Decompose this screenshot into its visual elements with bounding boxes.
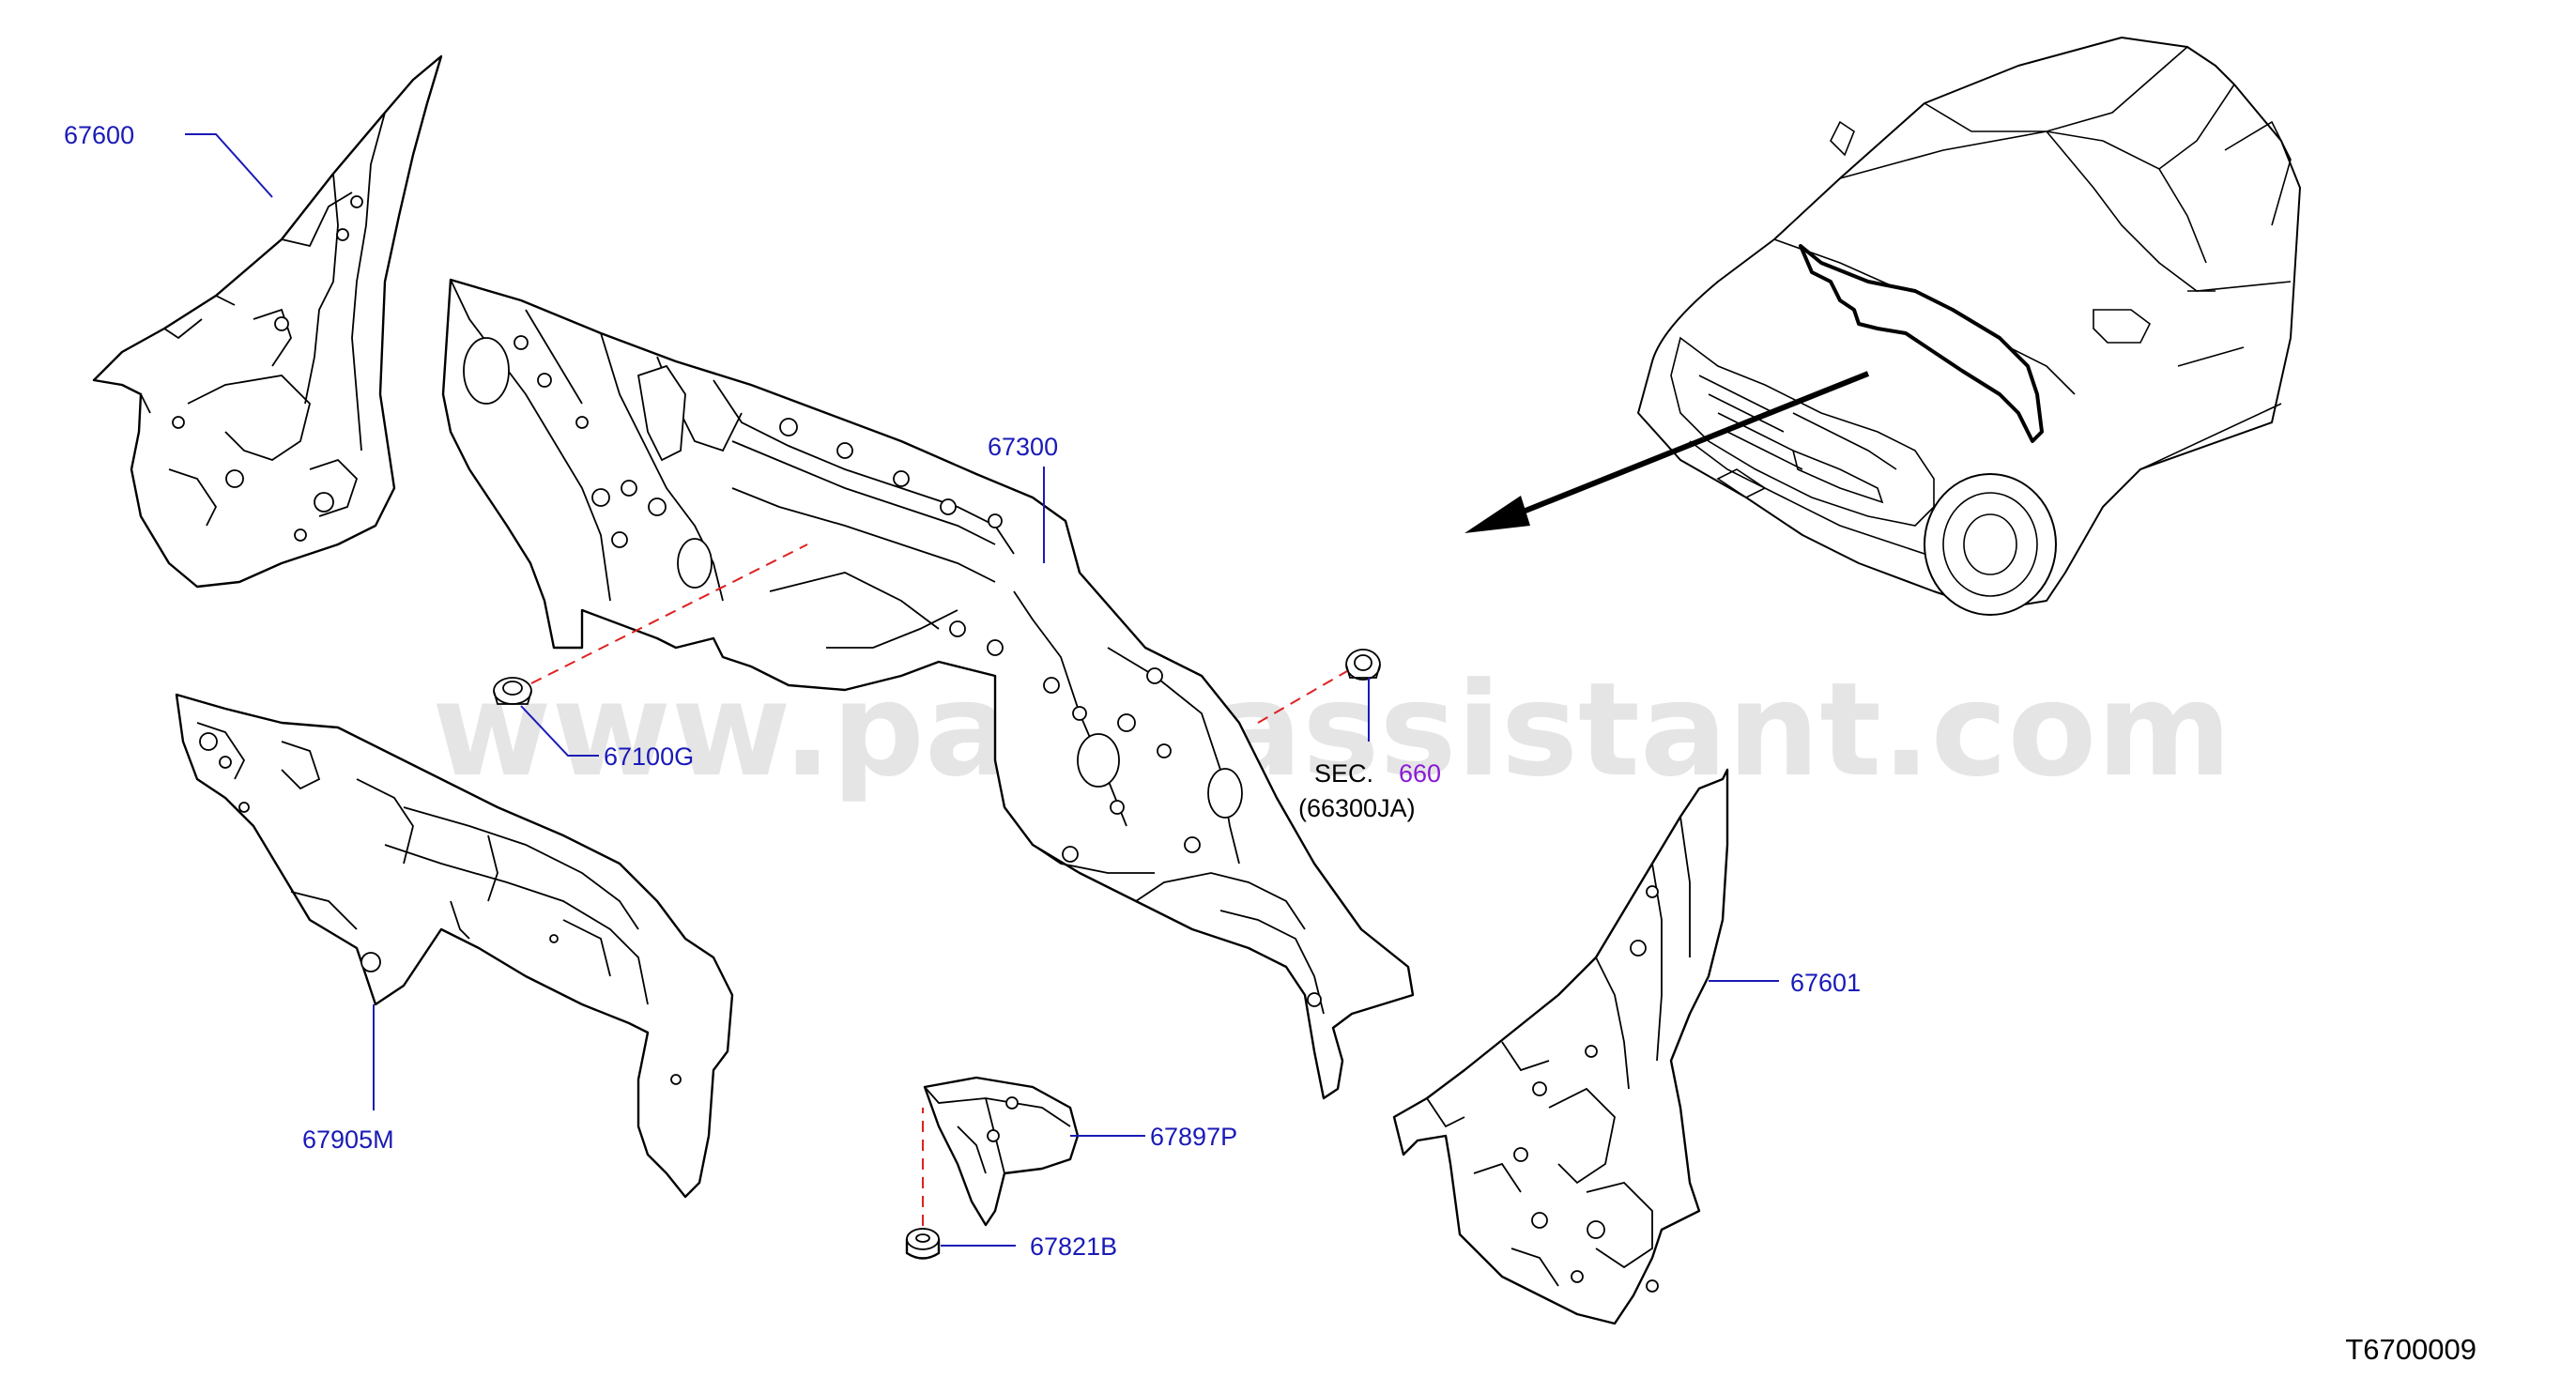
section-ref-sub: (66300JA)	[1298, 794, 1416, 822]
hole	[537, 373, 552, 388]
diagram-code: T6700009	[2345, 1333, 2476, 1366]
callout-67100G[interactable]: 67100G	[604, 742, 694, 771]
section-ref-prefix: SEC.	[1314, 759, 1373, 788]
hole	[670, 1074, 682, 1085]
hole	[611, 531, 628, 548]
hole	[836, 442, 853, 459]
callout-67821B[interactable]: 67821B	[1030, 1232, 1117, 1261]
hole	[350, 195, 363, 208]
hole	[219, 756, 232, 769]
hole	[336, 228, 349, 241]
hole	[1646, 1279, 1659, 1293]
hole	[274, 316, 289, 331]
hole	[1146, 667, 1163, 684]
hole	[199, 732, 218, 751]
hole	[1110, 800, 1125, 815]
hole	[1043, 677, 1060, 694]
hole	[779, 418, 798, 436]
hole	[1077, 733, 1120, 788]
hole	[1630, 940, 1647, 957]
hole	[314, 492, 334, 513]
callout-67601[interactable]: 67601	[1790, 969, 1861, 997]
leader-67600	[185, 133, 273, 198]
hole	[987, 639, 1004, 656]
hole	[677, 538, 713, 589]
vehicle-reference-sketch	[1637, 37, 2301, 616]
part-67897P-bracket[interactable]	[923, 1076, 1080, 1227]
hole	[225, 469, 244, 488]
hole	[463, 337, 510, 405]
grommet-sec-660[interactable]	[1345, 649, 1381, 681]
hole	[893, 470, 910, 487]
hole	[1207, 768, 1243, 819]
hole	[1532, 1081, 1547, 1096]
part-67100G-clip[interactable]	[493, 677, 532, 705]
hole	[1646, 885, 1659, 898]
hole	[1307, 992, 1322, 1007]
hole	[575, 416, 589, 429]
callout-67897P[interactable]: 67897P	[1150, 1123, 1237, 1151]
hole	[1571, 1270, 1584, 1283]
hole	[621, 480, 637, 497]
callout-67300[interactable]: 67300	[988, 433, 1058, 461]
hole	[1531, 1212, 1548, 1229]
hole	[1157, 743, 1172, 758]
hole	[1005, 1096, 1019, 1110]
assembly-guide-sec-660	[1257, 670, 1348, 724]
hole	[949, 620, 966, 637]
hole	[1072, 706, 1087, 721]
assembly-guide-67100G	[530, 543, 808, 684]
leader-67100G	[520, 705, 599, 757]
hole	[987, 1129, 1000, 1142]
part-67821B-nut[interactable]	[905, 1228, 941, 1260]
hole	[1117, 713, 1136, 732]
hole	[1184, 836, 1201, 853]
hole	[988, 513, 1003, 528]
direction-arrow	[1464, 371, 1870, 533]
callout-67905M[interactable]: 67905M	[302, 1125, 394, 1154]
part-67300-dash-panel[interactable]	[441, 278, 1415, 1100]
part-67601-side-panel-right[interactable]	[1392, 768, 1729, 1325]
hole	[294, 528, 307, 542]
hole	[648, 498, 667, 516]
hole	[940, 498, 957, 515]
hole	[514, 335, 529, 350]
callout-67600[interactable]: 67600	[64, 121, 134, 149]
hole	[238, 802, 250, 813]
hole	[1585, 1045, 1598, 1058]
hole	[172, 416, 185, 429]
hole	[1062, 846, 1079, 863]
hole	[549, 934, 559, 943]
hole	[1513, 1147, 1528, 1162]
part-67600-side-panel-left[interactable]	[92, 54, 443, 589]
section-ref-number[interactable]: 660	[1399, 759, 1441, 788]
hole	[360, 952, 381, 972]
hole	[1587, 1220, 1605, 1239]
part-67905M-dash-insulator[interactable]	[175, 693, 734, 1199]
hole	[591, 488, 610, 507]
